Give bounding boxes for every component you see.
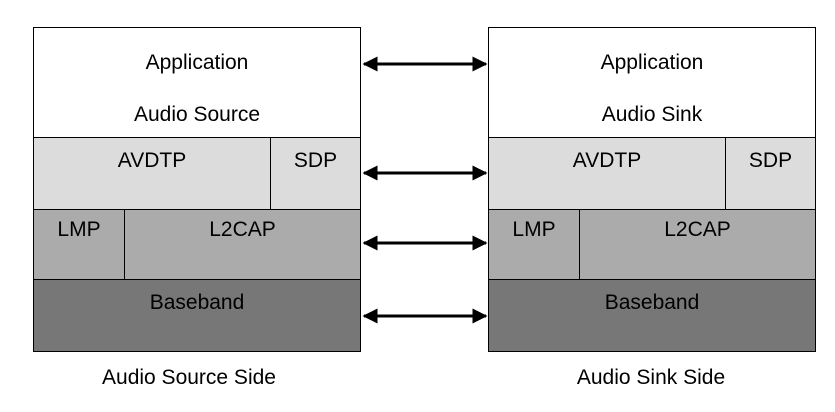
source-lmp-layer: LMP: [33, 209, 125, 280]
audio-sink-side-caption: Audio Sink Side: [576, 366, 726, 389]
sink-baseband-layer: Baseband: [488, 279, 816, 352]
source-sdp-label: SDP: [293, 149, 338, 172]
sink-avdtp-layer: AVDTP: [488, 137, 726, 210]
source-application-label: Application: [145, 51, 249, 74]
source-baseband-layer: Baseband: [33, 279, 361, 352]
source-l2cap-layer: L2CAP: [124, 209, 361, 280]
source-lmp-label: LMP: [57, 218, 101, 241]
sink-baseband-label: Baseband: [604, 291, 700, 314]
sink-lmp-label: LMP: [512, 218, 556, 241]
source-baseband-label: Baseband: [149, 291, 245, 314]
sink-sdp-label: SDP: [748, 149, 793, 172]
sink-l2cap-layer: L2CAP: [579, 209, 816, 280]
source-audio-source-label: Audio Source: [133, 103, 261, 126]
sink-audio-sink-label: Audio Sink: [601, 103, 703, 126]
sink-application-label: Application: [600, 51, 704, 74]
sink-sdp-layer: SDP: [725, 137, 816, 210]
audio-sink-stack: Application Audio Sink AVDTP SDP LMP L2C…: [488, 27, 816, 352]
sink-application-layer: Application Audio Sink: [488, 27, 816, 138]
source-l2cap-label: L2CAP: [209, 218, 276, 241]
sink-lmp-layer: LMP: [488, 209, 580, 280]
audio-source-stack: Application Audio Source AVDTP SDP LMP L…: [33, 27, 361, 352]
audio-source-side-caption: Audio Source Side: [102, 366, 276, 389]
source-avdtp-label: AVDTP: [117, 149, 187, 172]
source-application-layer: Application Audio Source: [33, 27, 361, 138]
sink-l2cap-label: L2CAP: [664, 218, 731, 241]
sink-avdtp-label: AVDTP: [572, 149, 642, 172]
